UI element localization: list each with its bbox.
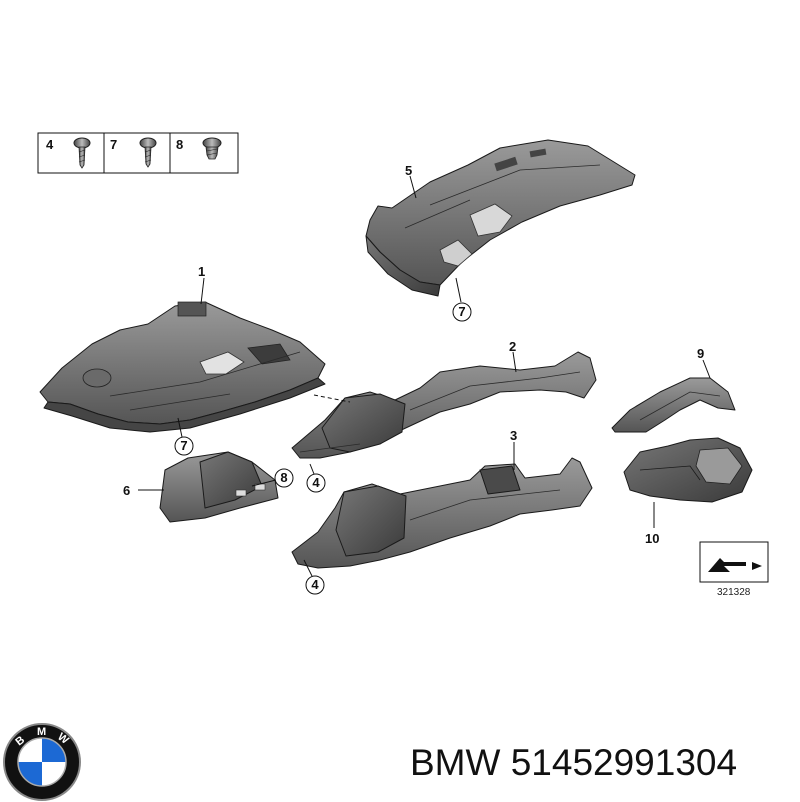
- logo-letter-m: M: [37, 726, 46, 738]
- screw-icon: [202, 137, 222, 160]
- callout-screw-8: 8: [280, 470, 287, 485]
- legend-number: 7: [110, 137, 117, 152]
- circle-callout-8: 8: [274, 468, 294, 488]
- callout-part-9: 9: [697, 346, 704, 361]
- direction-arrow-icon: [708, 558, 762, 572]
- callout-part-10: 10: [645, 531, 659, 546]
- reference-box: 321328: [699, 541, 769, 598]
- legend-item-4: 4: [46, 137, 91, 169]
- fastener-legend: 4 7 8: [37, 132, 239, 174]
- legend-item-8: 8: [176, 137, 222, 160]
- callout-part-3: 3: [510, 428, 517, 443]
- callout-part-1: 1: [198, 264, 205, 279]
- part-6-cover: [159, 451, 279, 523]
- part-1-lower-panel: [39, 301, 326, 433]
- callout-screw-7: 7: [458, 304, 465, 319]
- part-number: 51452991304: [510, 742, 738, 783]
- part-9-column-shroud: [611, 377, 736, 433]
- brand-name: BMW: [410, 742, 501, 783]
- bmw-logo: B M W: [3, 723, 81, 801]
- circle-callout-7-b: 7: [452, 302, 472, 322]
- callout-part-6: 6: [123, 483, 130, 498]
- screw-icon: [73, 137, 91, 169]
- callouts: 1 2 3 5 6 9 10 7 7 8 4 4: [123, 163, 704, 595]
- callout-screw-4: 4: [312, 475, 320, 490]
- legend-number: 4: [46, 137, 54, 152]
- legend-number: 8: [176, 137, 183, 152]
- circle-callout-7-a: 7: [174, 436, 194, 456]
- part-5-trim-panel: [365, 139, 636, 297]
- legend-item-7: 7: [110, 137, 157, 168]
- leader-lines: [138, 175, 711, 577]
- callout-part-5: 5: [405, 163, 412, 178]
- callout-part-2: 2: [509, 339, 516, 354]
- brand-caption: BMW 51452991304: [410, 738, 795, 788]
- part-2-console-trim: [291, 351, 597, 459]
- circle-callout-4-b: 4: [305, 575, 325, 595]
- circle-callout-4-a: 4: [306, 473, 326, 493]
- part-10-column-shroud: [623, 437, 753, 503]
- part-3-console-trim: [291, 457, 593, 569]
- screw-icon: [139, 137, 157, 168]
- callout-screw-7: 7: [180, 438, 187, 453]
- reference-code: 321328: [717, 587, 751, 598]
- callout-screw-4: 4: [311, 577, 319, 592]
